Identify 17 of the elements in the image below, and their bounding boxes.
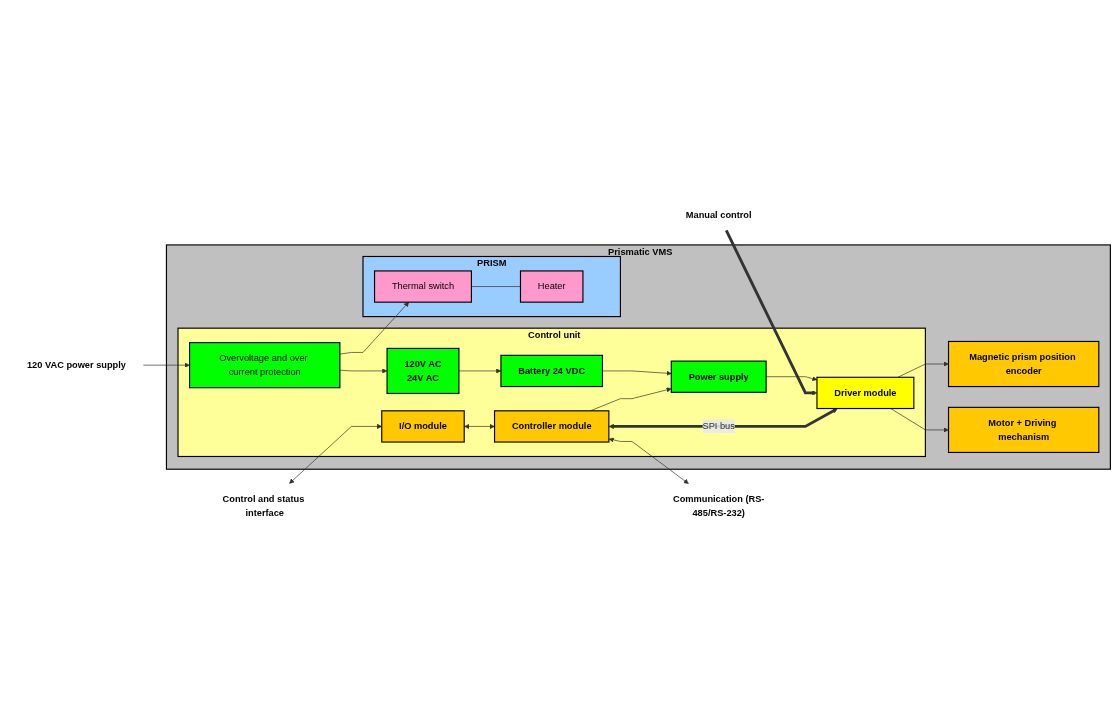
node-text: Communication (RS-485/RS-232)	[672, 494, 765, 518]
node-box: Battery 24 VDC	[500, 354, 604, 388]
connector	[471, 286, 521, 287]
node-text: Control and status interface	[222, 494, 305, 518]
node-box: Thermal switch	[373, 270, 472, 303]
node-box: Controller module	[493, 410, 610, 443]
node-box: Power supply	[670, 360, 767, 393]
node-box: Motor + Driving mechanism	[947, 406, 1100, 453]
node-text: 120 VAC power supply	[26, 359, 126, 370]
node-box: Heater	[519, 270, 584, 303]
node-box: Driver module	[816, 376, 915, 410]
edge-label: SPI bus	[702, 421, 735, 432]
node-text: Manual control	[685, 209, 752, 220]
node-box: Overvoltage and over current protection	[189, 342, 341, 389]
node-box: 120V AC 24V AC	[386, 347, 460, 395]
node-box: Magnetic prism position encoder	[947, 340, 1100, 388]
node-box: I/O module	[381, 410, 465, 443]
